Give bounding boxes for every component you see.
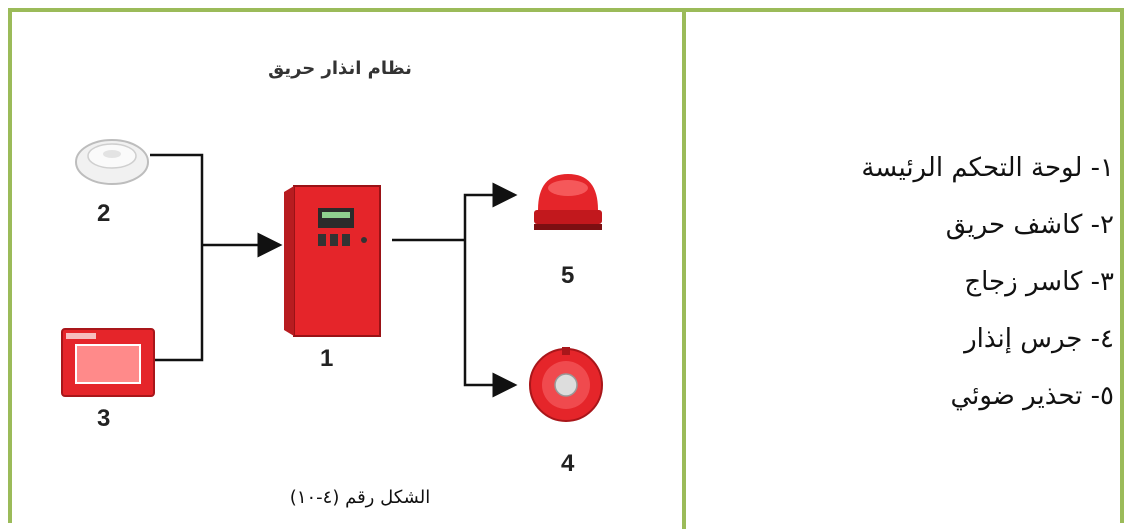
figure-frame	[8, 8, 1124, 523]
legend-item: ٢- كاشف حريق	[945, 210, 1114, 240]
legend-item: ١- لوحة التحكم الرئيسة	[861, 153, 1114, 183]
column-divider	[682, 8, 686, 529]
strobe-arrow	[463, 182, 518, 240]
detector-number: 2	[97, 200, 111, 227]
legend-list: ١- لوحة التحكم الرئيسة ٢- كاشف حريق ٣- ك…	[694, 140, 1114, 425]
breakglass-number: 3	[97, 405, 111, 432]
smoke-detector-icon	[75, 139, 149, 185]
legend-item: ٤- جرس إنذار	[964, 324, 1114, 354]
strobe-number: 5	[561, 262, 575, 289]
break-glass-icon	[61, 328, 155, 397]
legend-item: ٣- كاسر زجاج	[964, 267, 1114, 297]
breakglass-wire	[150, 245, 204, 362]
bell-arrow	[463, 240, 518, 398]
diagram-title: نظام انذار حريق	[268, 58, 412, 79]
wiring-diagram	[150, 153, 518, 398]
legend-item: ٥- تحذير ضوئي	[950, 381, 1114, 411]
panel-number: 1	[320, 345, 334, 372]
bell-number: 4	[561, 450, 575, 477]
figure-caption: الشكل رقم (٤-١٠)	[289, 487, 431, 508]
strobe-light-icon	[534, 174, 602, 230]
control-panel-icon	[284, 185, 381, 337]
alarm-bell-icon	[529, 347, 603, 422]
detector-wire	[150, 153, 204, 245]
